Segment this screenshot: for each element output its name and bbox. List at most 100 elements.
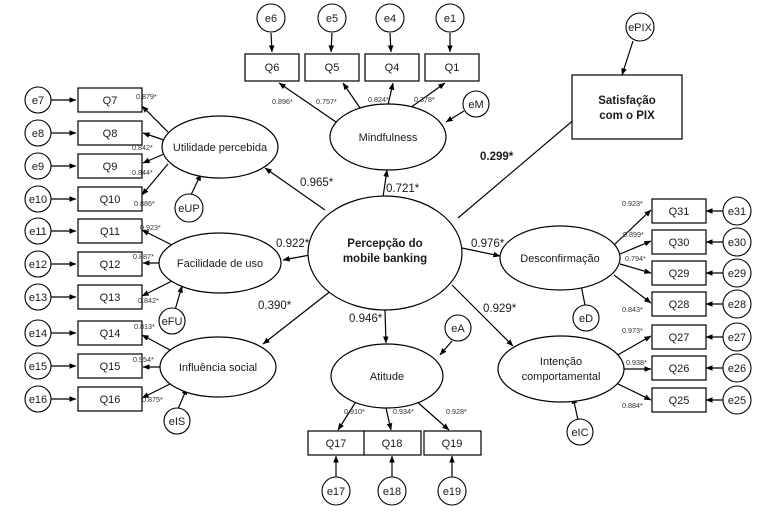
item-label-q5: Q5 [325,62,340,74]
disturbance-label-facilidade: eFU [162,316,183,328]
loading-label-q10: 0.886* [134,199,155,208]
item-box-q12 [77,251,143,277]
path-coef-atitude: 0.946* [349,313,383,325]
disturbance-label-utilidade: eUP [178,203,199,215]
error-circle-e6 [256,3,286,33]
error-label-e10: e10 [29,194,47,206]
item-box-q18 [363,430,422,456]
loading-label-q31: 0.923* [622,199,643,208]
error-circle-e18 [377,476,407,506]
error-circle-e12 [24,250,52,278]
path-arrow-atitude [382,309,389,344]
error-terms: e6 e5 e4 e1 e7 e8 e9 e10 e11 e12 e13 e14… [24,3,752,506]
loading-label-q25: 0.884* [622,401,643,410]
loading-label-q15: 0.954* [133,355,154,364]
disturbance-influencia [163,407,191,435]
error-circle-e7 [24,86,52,114]
error-circle-e25 [722,385,752,415]
error-circle-e28 [722,289,752,319]
item-box-q25 [651,387,707,413]
path-arrow-desconfirmacao [461,247,501,258]
latent-desconfirmacao [499,225,621,291]
loading-arrow-q9 [142,153,165,164]
error-circle-e19 [437,476,467,506]
item-box-q16 [77,386,143,412]
item-box-q15 [77,353,143,379]
item-box-q8 [77,120,143,146]
path-coef-influencia: 0.390* [258,300,292,312]
item-box-q19 [423,430,482,456]
loading-arrow-q16 [141,383,171,399]
disturbance-arrow-facilidade [174,285,183,311]
error-circle-e11 [24,217,52,245]
latent-label-facilidade: Facilidade de uso [177,258,263,270]
item-box-q28 [651,291,707,317]
path-arrow-mindfulness [382,169,389,198]
disturbance-pix [625,12,655,42]
loading-arrow-q8 [142,132,165,141]
path-arrow-utilidade [264,167,326,211]
latent-label-intencao-line1: Intenção [540,356,582,368]
error-circle-e26 [722,353,752,383]
error-circle-e17 [321,476,351,506]
item-label-q7: Q7 [103,95,118,107]
center-label-line2: mobile banking [343,253,427,265]
latent-percepcao [307,195,463,311]
error-label-e28: e28 [728,299,746,311]
loading-arrow-q4 [387,82,395,106]
path-coef-utilidade: 0.965* [300,177,334,189]
item-label-q17: Q17 [326,438,347,450]
loading-arrow-q19 [414,399,450,431]
disturbance-arrow-mindfulness [445,110,465,123]
path-arrow-pix [457,111,584,219]
loading-label-q28: 0.843* [622,305,643,314]
error-circle-e29 [722,258,752,288]
error-label-e16: e16 [29,394,47,406]
loading-arrow-q31 [613,209,652,246]
item-box-q7 [77,87,143,113]
error-label-e17: e17 [327,486,345,498]
disturbance-label-mindfulness: eM [468,99,483,111]
loading-arrow-q14 [141,334,171,351]
item-label-q25: Q25 [669,395,690,407]
loading-label-q17: 0.910* [344,407,365,416]
item-box-q1 [424,53,480,82]
item-label-q4: Q4 [385,62,400,74]
item-box-q4 [364,53,420,82]
error-label-e25: e25 [728,395,746,407]
loading-label-q26: 0.938* [626,358,647,367]
outcome-label-line2: com o PIX [599,110,655,122]
error-label-e18: e18 [383,486,401,498]
disturbance-arrow-utilidade [189,173,202,198]
latent-label-mindfulness: Mindfulness [359,132,418,144]
item-label-q15: Q15 [100,361,121,373]
loading-arrow-q1 [409,82,446,109]
path-coef-mindfulness: 0.721* [386,183,420,195]
item-label-q28: Q28 [669,299,690,311]
disturbance-label-atitude: eA [451,323,465,335]
item-label-q6: Q6 [265,62,280,74]
error-label-e11: e11 [29,226,47,238]
path-coefficients: 0.721* 0.965* 0.922* 0.390* 0.946* 0.976… [258,151,517,325]
disturbance-label-influencia: eIS [169,416,186,428]
error-label-e19: e19 [443,486,461,498]
path-coef-pix: 0.299* [480,151,514,163]
loading-label-q14: 0.813* [134,322,155,331]
error-arrow-e5 [328,32,335,53]
loading-labels: 0.896* 0.757* 0.824* 0.378* 0.879* 0.842… [132,92,647,416]
item-box-q6 [244,53,300,82]
disturbance-facilidade [158,307,186,335]
error-label-e26: e26 [728,363,746,375]
item-box-q17 [307,430,366,456]
disturbances: ePIX eM eUP eFU eIS eA eD eIC [158,12,655,446]
item-box-q30 [651,229,707,255]
outcome-label-line1: Satisfação [598,95,656,107]
item-label-q12: Q12 [100,259,121,271]
loading-arrow-q28 [613,274,652,304]
loading-arrow-q5 [342,82,361,109]
loading-arrow-q27 [613,335,652,358]
item-label-q11: Q11 [100,226,120,238]
item-label-q19: Q19 [442,438,463,450]
error-circle-e15 [24,352,52,380]
error-circle-e10 [24,185,52,213]
